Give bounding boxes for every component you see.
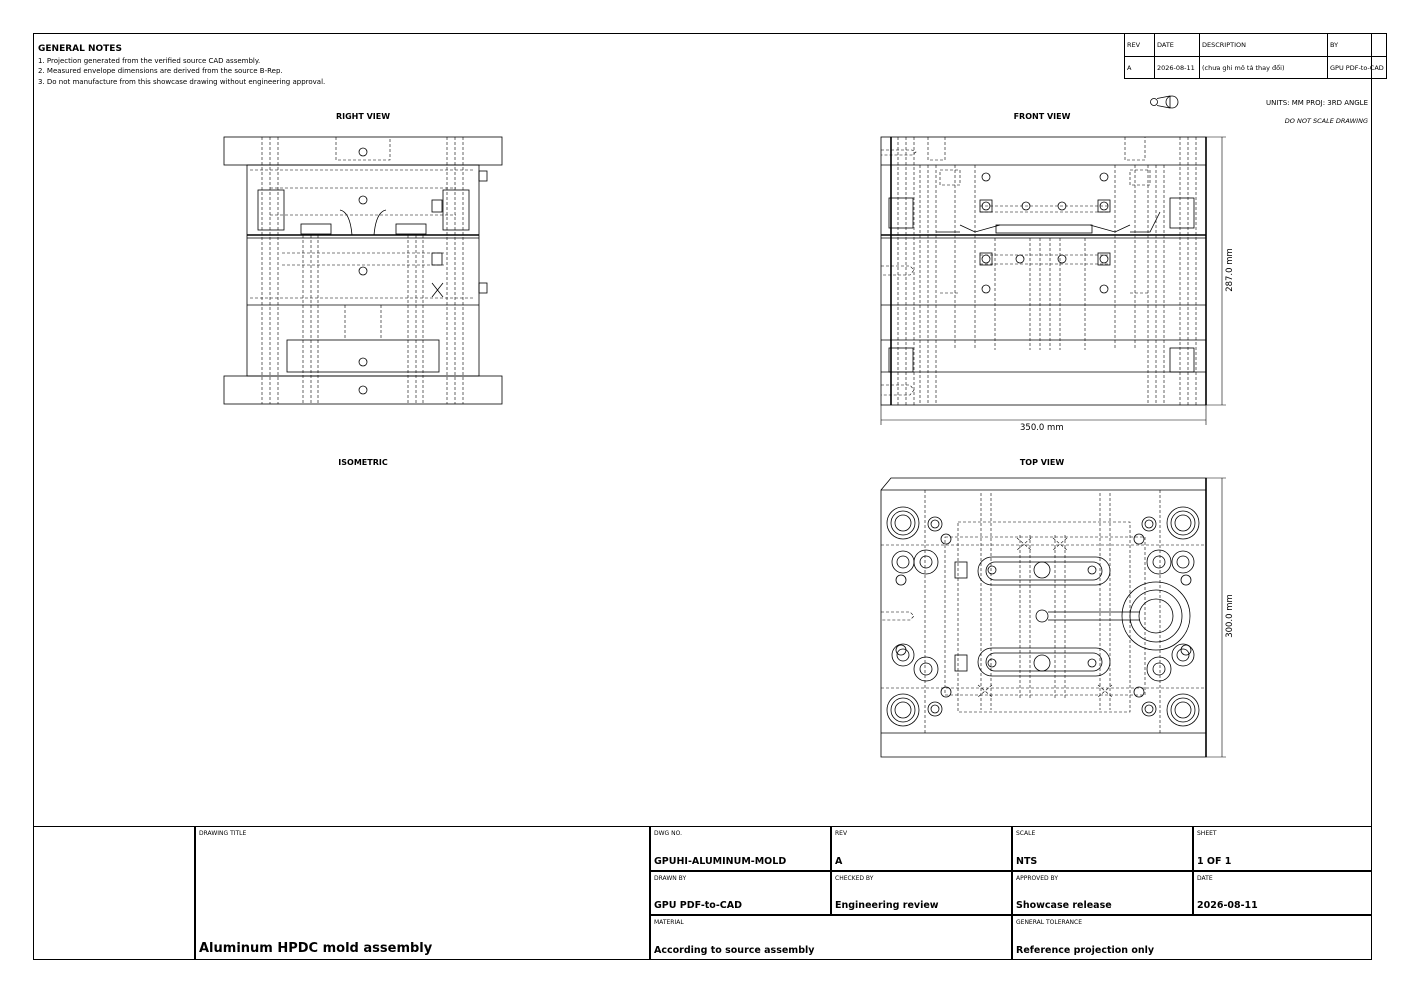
isometric-view-label: ISOMETRIC: [338, 458, 388, 467]
rev-value: A: [835, 856, 843, 867]
dwg-no-label: DWG NO.: [654, 830, 682, 837]
right-view-drawing: [223, 136, 503, 405]
date-value: 2026-08-11: [1197, 900, 1258, 911]
tolerance-label: GENERAL TOLERANCE: [1016, 919, 1083, 926]
checked-by-label: CHECKED BY: [835, 875, 874, 882]
material-cell: MATERIAL According to source assembly: [650, 915, 1012, 960]
title-block: DRAWING TITLE Aluminum HPDC mold assembl…: [33, 826, 1372, 960]
top-view-hidden-lines: [881, 490, 1206, 733]
scale-value: NTS: [1016, 856, 1038, 867]
front-view-drawing: [880, 136, 1226, 425]
sheet-value: 1 OF 1: [1197, 856, 1232, 867]
dwg-no: GPUHI-ALUMINUM-MOLD: [654, 856, 787, 867]
sheet-label: SHEET: [1197, 830, 1217, 837]
dwg-no-cell: DWG NO. GPUHI-ALUMINUM-MOLD: [650, 826, 831, 871]
top-view-drawing: [880, 477, 1226, 758]
front-view-label: FRONT VIEW: [1013, 112, 1071, 121]
approved-by-label: APPROVED BY: [1016, 875, 1059, 882]
drawing-title: Aluminum HPDC mold assembly: [199, 941, 433, 956]
date-label: DATE: [1197, 875, 1213, 882]
drawn-by: GPU PDF-to-CAD: [654, 900, 742, 911]
rev-row-description: (chưa ghi mô tả thay đổi): [1199, 56, 1328, 79]
front-width-dimension: 350.0 mm: [1020, 423, 1064, 433]
right-view-hidden-lines: [250, 137, 475, 404]
right-view-label: RIGHT VIEW: [335, 112, 391, 121]
tolerance-value: Reference projection only: [1016, 945, 1155, 956]
general-notes-heading: GENERAL NOTES: [38, 44, 122, 54]
drawn-by-cell: DRAWN BY GPU PDF-to-CAD: [650, 871, 831, 915]
tolerance-cell: GENERAL TOLERANCE Reference projection o…: [1012, 915, 1372, 960]
note-2: 2. Measured envelope dimensions are deri…: [38, 67, 283, 75]
units-text: UNITS: MM PROJ: 3RD ANGLE: [1266, 99, 1368, 107]
approved-by-cell: APPROVED BY Showcase release: [1012, 871, 1193, 915]
material-value: According to source assembly: [654, 945, 815, 956]
title-block-logo-area: [33, 826, 195, 960]
checked-by: Engineering review: [835, 900, 939, 911]
rev-row-by: GPU PDF-to-CAD: [1327, 56, 1387, 79]
revision-table: REV DATE DESCRIPTION BY A 2026-08-11 (ch…: [1124, 33, 1387, 79]
rev-cell: REV A: [831, 826, 1012, 871]
drawn-by-label: DRAWN BY: [654, 875, 687, 882]
rev-header-rev: REV: [1124, 33, 1155, 57]
drawing-title-label: DRAWING TITLE: [199, 830, 247, 837]
drawing-title-cell: DRAWING TITLE Aluminum HPDC mold assembl…: [195, 826, 650, 960]
scale-label: SCALE: [1016, 830, 1036, 837]
front-view-hidden-lines: [881, 137, 1197, 405]
note-1: 1. Projection generated from the verifie…: [38, 57, 261, 65]
top-view-label: TOP VIEW: [1019, 458, 1065, 467]
sheet-cell: SHEET 1 OF 1: [1193, 826, 1372, 871]
approved-by: Showcase release: [1016, 900, 1112, 911]
scale-warning: DO NOT SCALE DRAWING: [1284, 117, 1368, 125]
material-label: MATERIAL: [654, 919, 684, 926]
date-cell: DATE 2026-08-11: [1193, 871, 1372, 915]
rev-header-date: DATE: [1154, 33, 1200, 57]
scale-cell: SCALE NTS: [1012, 826, 1193, 871]
rev-label: REV: [835, 830, 848, 837]
note-3: 3. Do not manufacture from this showcase…: [38, 78, 326, 86]
projection-symbol-icon: [1150, 95, 1179, 109]
checked-by-cell: CHECKED BY Engineering review: [831, 871, 1012, 915]
